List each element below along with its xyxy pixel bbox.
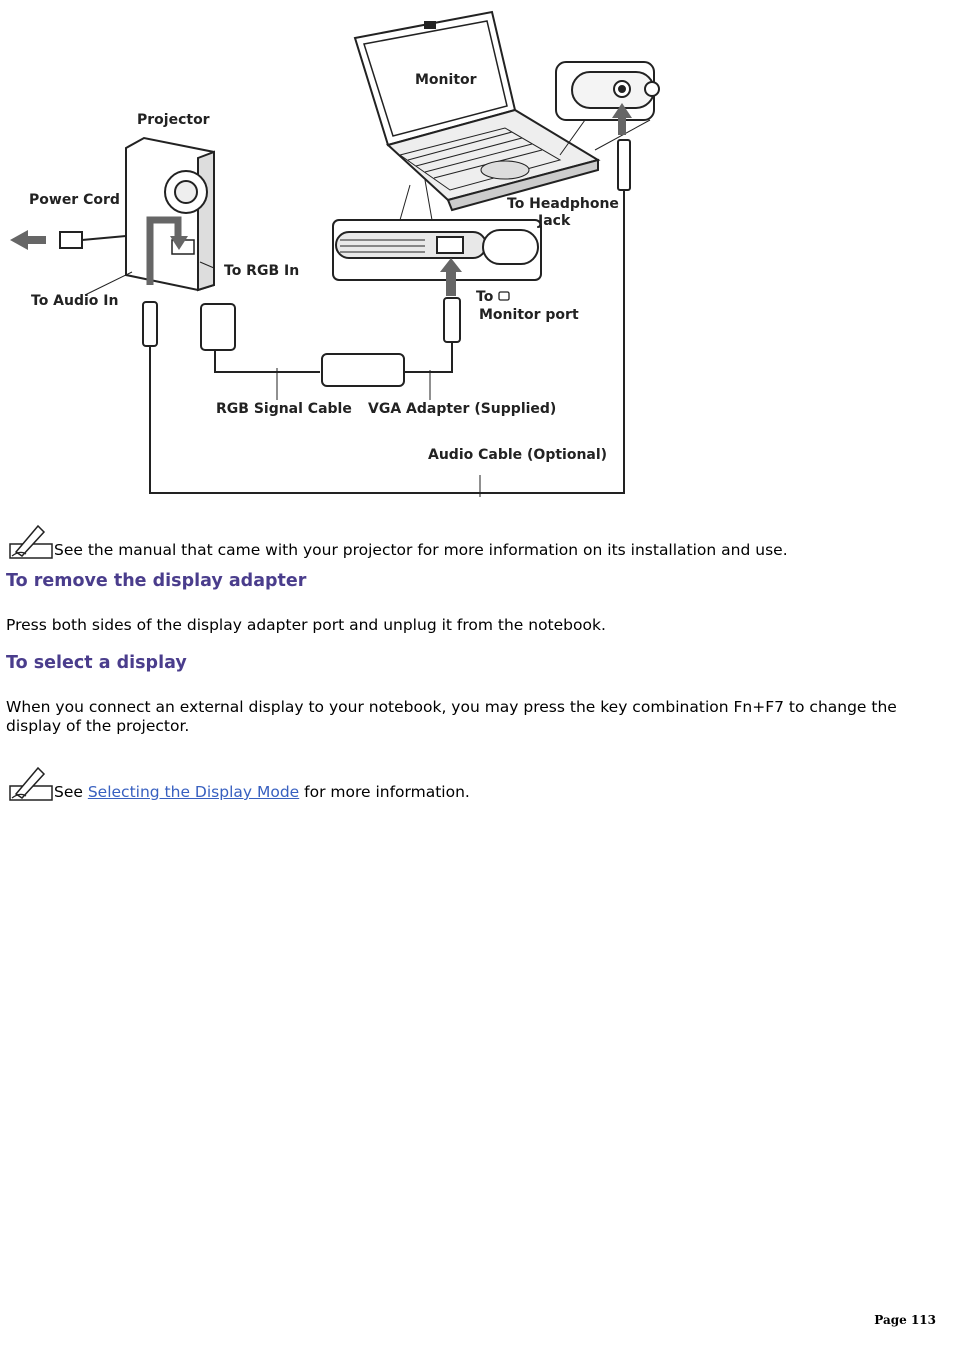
monitor-port-label: Monitor port xyxy=(479,307,579,323)
arrow-down-icon xyxy=(170,236,188,250)
projector-label: Projector xyxy=(137,112,210,128)
monitor-port-zoom xyxy=(332,179,542,281)
display-mode-link[interactable]: Selecting the Display Mode xyxy=(87,783,300,801)
monitor-port-icon xyxy=(498,291,510,301)
connectors xyxy=(142,139,631,387)
page-number: Page 113 xyxy=(874,1313,936,1327)
rgb-in-label: To RGB In xyxy=(224,263,299,279)
vga-adapter-label: VGA Adapter (Supplied) xyxy=(368,401,556,417)
note-text: See the manual that came with your proje… xyxy=(54,541,788,559)
rgb-cable-label: RGB Signal Cable xyxy=(216,401,352,417)
power-cord xyxy=(10,230,127,250)
section-body-remove-adapter: Press both sides of the display adapter … xyxy=(6,616,606,634)
note-pen-icon xyxy=(8,522,54,560)
section-heading-select-display: To select a display xyxy=(6,653,187,673)
note-display-mode: See Selecting the Display Mode for more … xyxy=(8,764,470,802)
section-body-select-display: When you connect an external display to … xyxy=(6,698,897,735)
note-projector-manual: See the manual that came with your proje… xyxy=(8,522,788,560)
jack-label: Jack xyxy=(537,213,571,229)
headphone-jack-zoom xyxy=(555,61,660,156)
arrow-up-icon xyxy=(440,258,462,296)
audio-in-label: To Audio In xyxy=(31,293,118,309)
projector-illustration xyxy=(125,136,215,292)
monitor-label: Monitor xyxy=(415,72,477,88)
leader-lines xyxy=(84,261,481,497)
connection-diagram: Monitor Projector Power Cord To RGB In T… xyxy=(0,0,954,505)
arrow-icon xyxy=(146,216,182,285)
note-suffix: for more information. xyxy=(299,783,470,801)
section-heading-remove-adapter: To remove the display adapter xyxy=(6,571,307,591)
headphone-label: To Headphone xyxy=(507,196,619,212)
note-prefix: See xyxy=(54,783,88,801)
cables xyxy=(149,190,625,494)
power-cord-label: Power Cord xyxy=(29,192,120,208)
arrow-up-icon xyxy=(612,103,632,135)
audio-cable-label: Audio Cable (Optional) xyxy=(428,447,607,463)
note-pen-icon xyxy=(8,764,54,802)
to-label: To xyxy=(476,289,494,305)
laptop-illustration xyxy=(353,10,601,212)
